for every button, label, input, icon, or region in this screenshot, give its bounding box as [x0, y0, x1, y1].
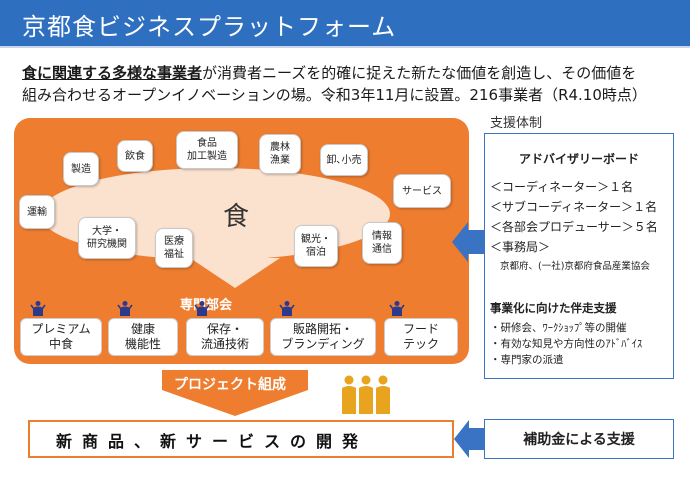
parallel-support-title: 事業化に向けた伴走支援	[490, 301, 617, 315]
intro-line-1-rest: が消費者ニーズを的確に捉えた新たな価値を創造し、その価値を	[202, 64, 637, 82]
team-icon	[342, 375, 390, 414]
role-sub-coordinator: ＜サブコーディネーター＞１名	[490, 200, 658, 214]
node-seizo: 製造	[63, 152, 99, 186]
support-arrow-icon	[452, 222, 484, 262]
result-label: 新商品、新サービスの開発	[56, 432, 369, 451]
node-unyu: 運輸	[19, 195, 55, 229]
section-hanro-branding: 販路開拓・ ブランディング	[270, 318, 376, 356]
section-premium-nakashoku: プレミアム 中食	[20, 318, 102, 356]
parallel-item: ・研修会、ﾜｰｸｼｮｯﾌﾟ等の開催	[490, 322, 627, 334]
node-oroshi-kouri: 卸､小売	[320, 144, 368, 176]
node-shokuhin-kako: 食品 加工製造	[176, 131, 238, 169]
node-service: サービス	[393, 174, 451, 208]
person-icon	[389, 301, 405, 316]
intro-line-1: 食に関連する多様な事業者が消費者ニーズを的確に捉えた新たな価値を創造し、その価値…	[22, 62, 636, 84]
intro-emphasis-2: 多様な事業者	[112, 64, 203, 82]
intro-line-2: 組み合わせるオープンイノベーションの場。令和3年11月に設置。216事業者（R4…	[22, 86, 647, 104]
project-label: プロジェクト組成	[174, 377, 286, 393]
page-title: 京都食ビジネスプラットフォーム	[22, 13, 397, 41]
subsidy-arrow-icon	[454, 420, 484, 458]
parallel-item: ・有効な知見や方向性のｱﾄﾞﾊﾞｲｽ	[490, 338, 643, 350]
hub-funnel-arrow	[190, 240, 280, 288]
support-heading: 支援体制	[490, 116, 543, 131]
node-inshoku: 飲食	[117, 140, 153, 172]
subsidy-label: 補助金による支援	[523, 432, 635, 448]
node-joho-tsushin: 情報 通信	[362, 222, 402, 264]
section-food-tech: フード テック	[384, 318, 458, 356]
node-daigaku: 大学・ 研究機関	[78, 217, 136, 259]
person-icon	[30, 301, 46, 316]
title-bar	[0, 0, 690, 46]
node-norin-gyogyo: 農林 漁業	[259, 134, 301, 174]
person-icon	[194, 301, 210, 316]
role-coordinator: ＜コーディネーター＞１名	[490, 180, 634, 194]
person-icon	[117, 301, 133, 316]
role-producer: ＜各部会プロデューサー＞５名	[490, 220, 658, 234]
section-kenko-kinosei: 健康 機能性	[108, 318, 178, 356]
person-icon	[279, 301, 295, 316]
node-iryo-fukushi: 医療 福祉	[155, 228, 193, 268]
advisory-board-title: アドバイザリーボード	[518, 152, 639, 166]
result-box	[28, 420, 454, 458]
secretariat-members: 京都府、(一社)京都府食品産業協会	[500, 261, 650, 272]
support-box	[484, 133, 674, 379]
section-label: 専門部会	[180, 298, 233, 313]
parallel-item: ・専門家の派遣	[490, 354, 564, 366]
food-hub-label: 食	[223, 202, 250, 232]
project-arrow	[162, 370, 308, 416]
subsidy-box	[484, 419, 674, 459]
section-hozon-ryutsu: 保存・ 流通技術	[186, 318, 264, 356]
intro-emphasis-1: 食に関連する	[22, 64, 113, 82]
node-kanko-shukuhaku: 観光・ 宿泊	[294, 225, 338, 267]
title-divider	[0, 46, 690, 48]
role-secretariat: ＜事務局＞	[490, 240, 551, 254]
